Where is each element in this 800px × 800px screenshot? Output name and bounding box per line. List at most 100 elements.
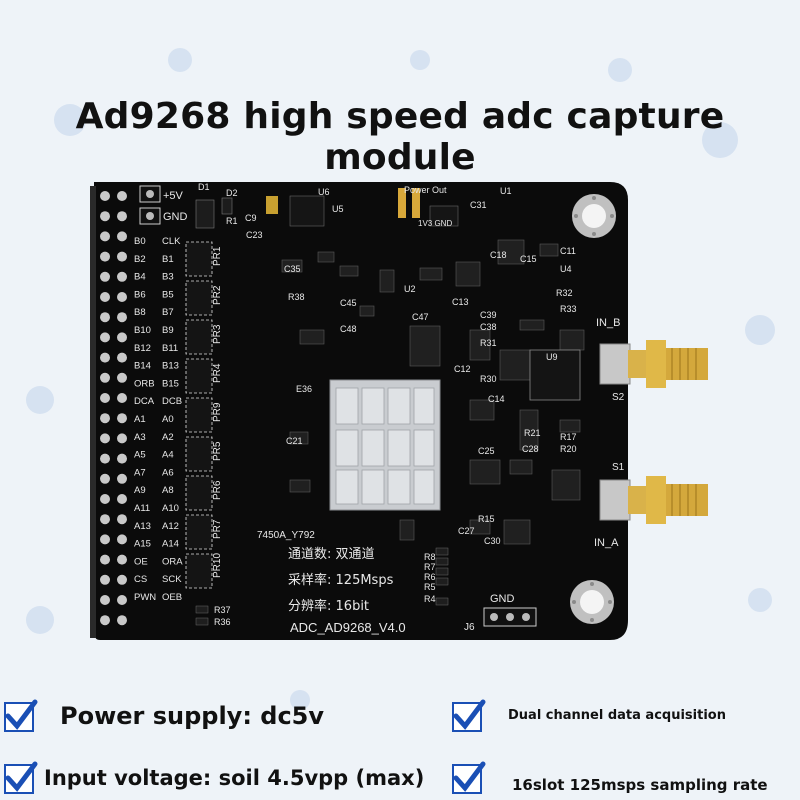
header-pin bbox=[117, 393, 127, 403]
board-model: ADC_AD9268_V4.0 bbox=[290, 620, 406, 635]
component-designator: C18 bbox=[490, 250, 507, 260]
header-pin bbox=[117, 211, 127, 222]
header-pin bbox=[100, 494, 110, 504]
feature-sampling-rate: 16slot 125msps sampling rate bbox=[512, 776, 768, 794]
s2-label: S2 bbox=[612, 392, 625, 403]
heatsink bbox=[329, 379, 441, 511]
header-pin bbox=[100, 615, 110, 626]
component-designator: C27 bbox=[458, 526, 475, 536]
page-title: Ad9268 high speed adc capture module bbox=[75, 96, 725, 178]
pin-label-right: B11 bbox=[162, 343, 178, 354]
resistor-pack-label: PR7 bbox=[212, 519, 223, 539]
component-designator: U2 bbox=[404, 284, 416, 294]
header-pin bbox=[117, 473, 127, 484]
pin-label-right: OEB bbox=[162, 592, 182, 603]
header-pin bbox=[117, 231, 127, 242]
component-designator: E36 bbox=[296, 384, 312, 394]
pin-label-left: B12 bbox=[134, 343, 151, 354]
pin-label-left: B2 bbox=[134, 254, 146, 265]
component-designator: C28 bbox=[522, 444, 539, 454]
pin-label-left: A15 bbox=[134, 539, 151, 550]
pin-label-right: A8 bbox=[162, 485, 174, 496]
pin-label-right: A2 bbox=[162, 432, 174, 443]
pin-label-right: DCB bbox=[162, 396, 182, 407]
header-pin bbox=[117, 332, 127, 343]
pin-label-left: DCA bbox=[134, 396, 155, 407]
pin-label-right: B5 bbox=[162, 289, 174, 300]
component-designator: R32 bbox=[556, 288, 573, 298]
header-pin bbox=[100, 271, 110, 282]
component-designator: C13 bbox=[452, 297, 469, 307]
pin-label-left: A3 bbox=[134, 432, 146, 443]
pin-label-right: B7 bbox=[162, 307, 174, 318]
component-designator: D1 bbox=[198, 182, 210, 192]
header-pin bbox=[100, 393, 110, 403]
pin-label-left: A1 bbox=[134, 414, 146, 425]
header-pin bbox=[117, 615, 127, 626]
header-pin bbox=[117, 372, 127, 383]
pin-label-left: ORB bbox=[134, 378, 155, 389]
in-b-label: IN_B bbox=[596, 317, 620, 329]
check-icon bbox=[4, 699, 38, 732]
component-designator: U1 bbox=[500, 186, 512, 196]
component-designator: R15 bbox=[478, 514, 495, 524]
header-pin bbox=[100, 332, 110, 343]
component-designator: C38 bbox=[480, 322, 497, 332]
header-pin bbox=[117, 433, 127, 444]
component-designator: U9 bbox=[546, 352, 558, 362]
j6-label: J6 bbox=[464, 622, 475, 633]
in-a-label: IN_A bbox=[594, 537, 619, 549]
spec-block: 通道数: 双通道 采样率: 125Msps 分辨率: 16bit bbox=[288, 547, 394, 614]
resistor-pack bbox=[185, 553, 213, 589]
header-pin bbox=[117, 352, 127, 363]
resistor-pack bbox=[185, 475, 213, 511]
header-pin bbox=[100, 413, 110, 424]
component-designator: C45 bbox=[340, 298, 357, 308]
resistor-pack bbox=[185, 280, 213, 316]
component-designator: R33 bbox=[560, 304, 577, 314]
s1-label: S1 bbox=[612, 462, 625, 473]
pin-label-right: SCK bbox=[162, 574, 182, 585]
pin-label-right: A4 bbox=[162, 450, 174, 461]
spec-resolution: 分辨率: 16bit bbox=[288, 598, 369, 614]
pin-label-right: A14 bbox=[162, 539, 179, 550]
resistor-pack bbox=[185, 436, 213, 472]
resistor-pack-label: PR6 bbox=[212, 480, 223, 500]
component-designator: C9 bbox=[245, 213, 257, 223]
header-pin bbox=[117, 413, 127, 424]
component-designator: R4 bbox=[424, 594, 436, 604]
component-designator: C25 bbox=[478, 446, 495, 456]
pin-label-right: B1 bbox=[162, 254, 174, 265]
header-pin bbox=[100, 433, 110, 444]
resistor-pack bbox=[185, 241, 213, 277]
component-designator: R31 bbox=[480, 338, 497, 348]
gnd-header-label: GND bbox=[490, 593, 515, 605]
gnd-label: GND bbox=[163, 211, 188, 223]
component-designator: C11 bbox=[560, 246, 576, 256]
header-pin bbox=[117, 453, 127, 464]
component-designator: R36 bbox=[214, 617, 231, 627]
pin-label-left: A11 bbox=[134, 503, 150, 514]
component-designator: C30 bbox=[484, 536, 501, 546]
component-designator: R5 bbox=[424, 582, 436, 592]
header-pin bbox=[117, 534, 127, 545]
component-designator: U5 bbox=[332, 204, 344, 214]
pin-label-left: OE bbox=[134, 556, 148, 567]
pin-label-left: A9 bbox=[134, 485, 146, 496]
component-designator: C12 bbox=[454, 364, 471, 374]
component-designator: R30 bbox=[480, 374, 497, 384]
pin-label-right: A10 bbox=[162, 503, 179, 514]
pin-label-right: CLK bbox=[162, 236, 181, 247]
header-pin bbox=[100, 473, 110, 484]
component-designator: R6 bbox=[424, 572, 436, 582]
component-designator: D2 bbox=[226, 188, 238, 198]
resistor-pack bbox=[185, 319, 213, 355]
pin-label-left: A5 bbox=[134, 450, 146, 461]
mount-hole-bottom bbox=[570, 580, 614, 624]
component-designator: C23 bbox=[246, 230, 263, 240]
header-pin bbox=[100, 595, 110, 605]
power-out-pins: 1V3 GND bbox=[418, 219, 452, 228]
sma-connector-in-a bbox=[599, 476, 708, 524]
check-icon bbox=[452, 761, 486, 794]
header-pin bbox=[100, 453, 110, 464]
